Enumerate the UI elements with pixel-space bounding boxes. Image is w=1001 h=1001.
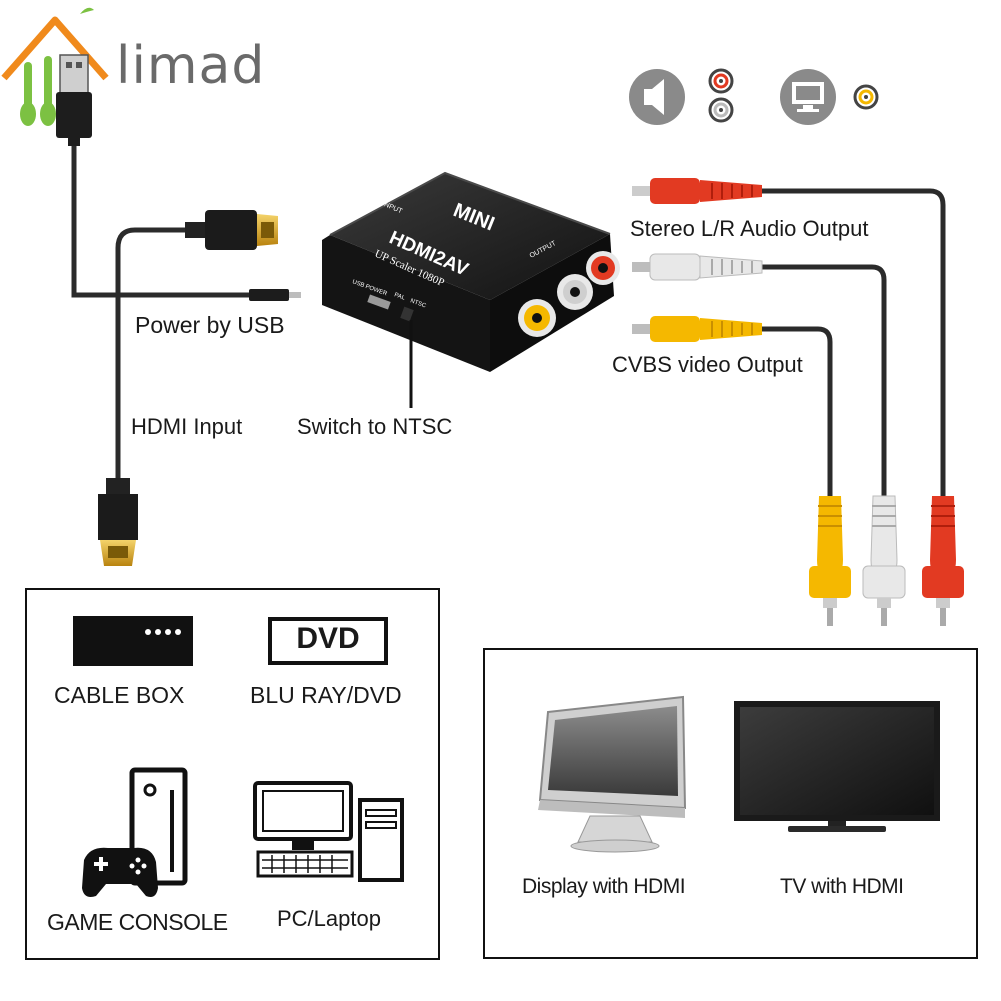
tv-with-hdmi-label: TV with HDMI — [780, 875, 904, 898]
hdmi-plug-top-icon — [185, 210, 278, 250]
brand-name: limad — [116, 36, 266, 96]
rca-cable-yellow — [632, 316, 851, 626]
video-monitor-icon — [780, 69, 836, 125]
device-pal-label: PAL — [393, 292, 406, 302]
rca-cable-white — [632, 253, 906, 626]
rca-jack-red — [586, 251, 620, 285]
video-yellow-rca-jack-icon — [853, 84, 879, 110]
rca-jack-yellow — [518, 299, 556, 337]
usb-plug-icon — [56, 54, 92, 146]
monitor-icon — [538, 695, 687, 853]
pc-laptop-label: PC/Laptop — [277, 906, 381, 931]
hdmi-input-label: HDMI Input — [131, 414, 243, 439]
usb-power-cable — [71, 140, 301, 301]
hdmi-plug-bottom-icon — [98, 478, 138, 566]
device-ntsc-label: NTSC — [409, 298, 427, 309]
audio-red-rca-jack-icon — [708, 68, 734, 94]
hdmi-cable — [115, 227, 205, 482]
display-with-hdmi-label: Display with HDMI — [522, 875, 686, 898]
audio-white-rca-jack-icon — [708, 97, 734, 123]
tv-icon — [734, 701, 940, 832]
dvd-badge-text: DVD — [296, 622, 360, 655]
cvbs-video-output-label: CVBS video Output — [612, 352, 803, 377]
hdmi2av-adapter — [322, 171, 620, 372]
display-devices-panel — [483, 648, 978, 959]
power-by-usb-label: Power by USB — [135, 312, 285, 338]
game-console-label: GAME CONSOLE — [47, 909, 228, 935]
dvd-icon — [268, 617, 388, 665]
cable-box-label: CABLE BOX — [54, 682, 185, 708]
game-console-icon — [82, 767, 188, 897]
cable-box-icon — [73, 616, 193, 666]
audio-speaker-icon — [629, 69, 685, 125]
rca-jack-white — [557, 274, 593, 310]
source-devices-panel — [25, 588, 440, 960]
pc-icon — [253, 781, 404, 882]
blu-ray-dvd-label: BLU RAY/DVD — [250, 682, 402, 708]
switch-to-ntsc-label: Switch to NTSC — [297, 414, 453, 439]
stereo-audio-output-label: Stereo L/R Audio Output — [630, 216, 869, 241]
rca-cable-red — [632, 178, 964, 626]
